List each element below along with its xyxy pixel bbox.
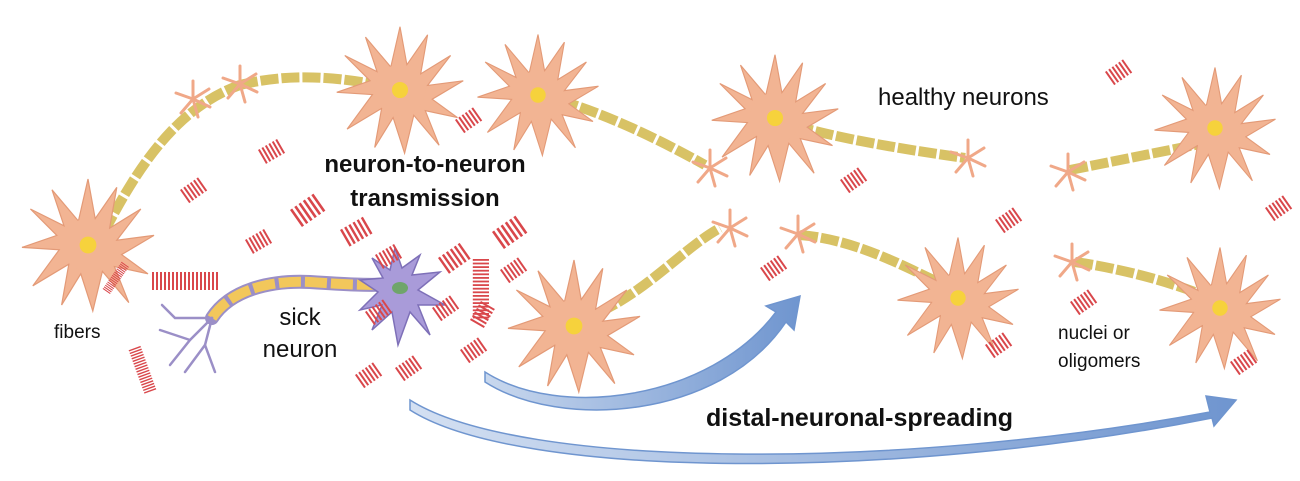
healthy-neuron xyxy=(21,178,155,312)
aggregate xyxy=(1070,289,1098,316)
healthy-neuron xyxy=(1153,66,1277,190)
axon-terminal xyxy=(711,208,749,248)
healthy-neuron xyxy=(476,33,600,157)
healthy-neurons-label: healthy neurons xyxy=(878,84,1049,111)
sick-neuron-label-line1: sick xyxy=(279,304,321,331)
aggregate xyxy=(492,215,528,250)
aggregate xyxy=(245,229,273,254)
nuclei-oligomers-label-line2: oligomers xyxy=(1058,351,1141,372)
sick-neuron-label: sick neuron xyxy=(258,302,342,366)
aggregate xyxy=(180,177,208,204)
transmission-label-line2: transmission xyxy=(350,185,500,212)
aggregate xyxy=(395,355,423,382)
aggregate xyxy=(340,216,373,247)
aggregate xyxy=(455,107,483,134)
spreading-arrows xyxy=(409,294,1238,465)
healthy-neuron xyxy=(507,259,641,393)
transmission-label: neuron-to-neuron transmission xyxy=(300,148,550,216)
aggregate xyxy=(840,167,868,194)
sick-nucleus xyxy=(392,282,408,294)
aggregate xyxy=(258,139,286,164)
sick-dendrites-left xyxy=(158,303,217,374)
healthy-neuron xyxy=(711,54,839,182)
aggregate xyxy=(438,242,471,274)
fibers-label: fibers xyxy=(54,322,101,343)
nuclei-oligomers-label: nuclei or oligomers xyxy=(1058,320,1140,376)
transmission-label-line1: neuron-to-neuron xyxy=(324,151,526,178)
healthy-neuron xyxy=(336,26,464,154)
sick-cell-body xyxy=(357,245,448,348)
fiber xyxy=(152,272,218,290)
aggregate xyxy=(355,362,383,389)
long-spreading-arrow xyxy=(409,395,1238,465)
spreading-label: distal-neuronal-spreading xyxy=(706,404,1013,432)
aggregate xyxy=(1105,59,1133,86)
healthy-neuron xyxy=(896,236,1020,360)
aggregate xyxy=(460,337,488,364)
aggregate xyxy=(500,257,528,284)
aggregate xyxy=(1265,195,1293,222)
nuclei-oligomers-label-line1: nuclei or xyxy=(1058,323,1130,344)
axon-terminal xyxy=(691,148,729,188)
aggregate xyxy=(995,207,1023,234)
healthy-neuron xyxy=(1158,246,1282,370)
sick-neuron-label-line2: neuron xyxy=(262,336,338,363)
short-spreading-arrow xyxy=(484,294,801,411)
aggregate xyxy=(760,255,788,282)
sick-neuron xyxy=(158,245,448,374)
axon xyxy=(238,72,402,95)
fiber xyxy=(128,345,157,394)
